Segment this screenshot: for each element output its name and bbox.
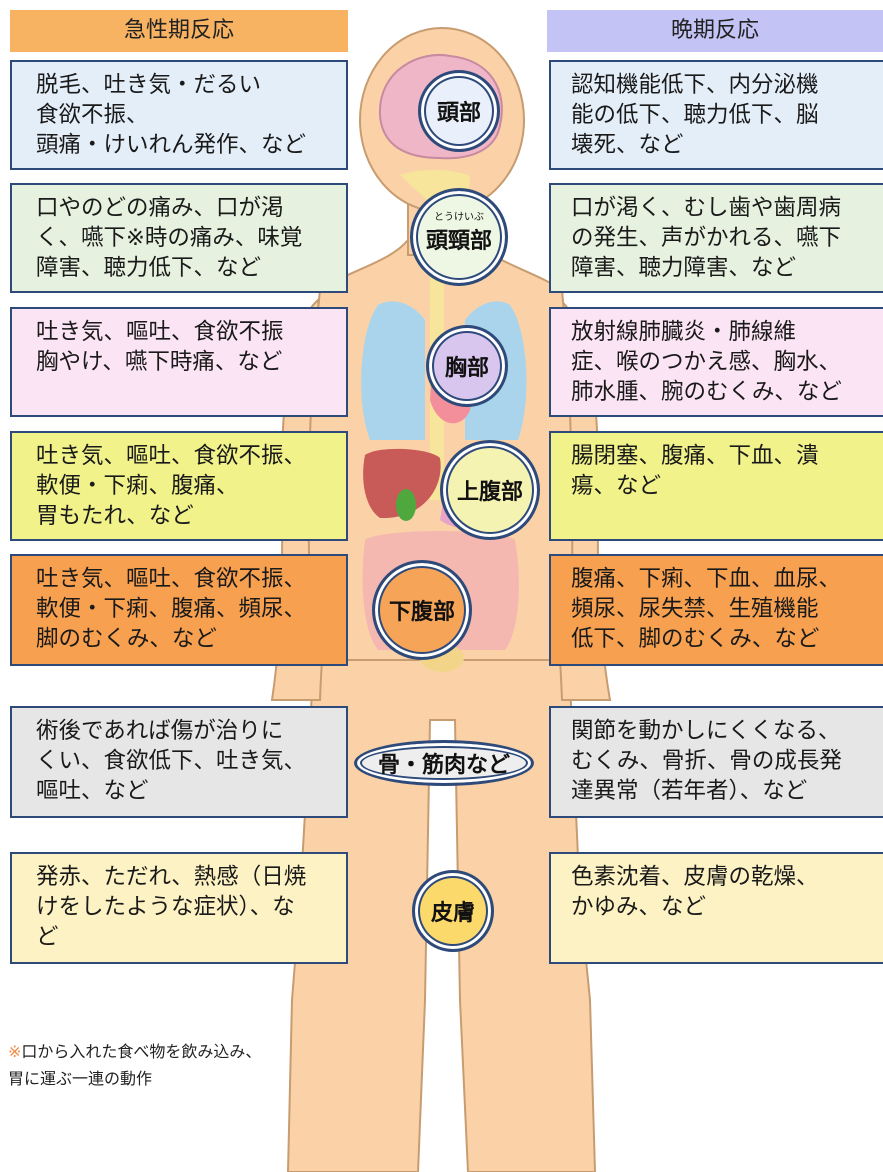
acute-bone-muscle-box: 術後であれば傷が治りに くい、食欲低下、吐き気、 嘔吐、など	[10, 706, 348, 818]
region-skin-label: 皮膚	[430, 901, 475, 926]
region-chest-label: 胸部	[444, 356, 489, 381]
late-lower-abdomen-box: 腹痛、下痢、下血、血尿、 頻尿、尿失禁、生殖機能 低下、脚のむくみ、など	[549, 554, 883, 666]
region-chest-circle: 胸部	[426, 325, 508, 407]
late-neck-box: 口が渇く、むし歯や歯周病 の発生、声がかれる、嚥下 障害、聴力障害、など	[549, 183, 883, 293]
footnote: ※口から入れた食べ物を飲み込み、 胃に運ぶ一連の動作	[8, 1038, 368, 1092]
late-chest-box: 放射線肺臓炎・肺線維 症、喉のつかえ感、胸水、 肺水腫、腕のむくみ、など	[549, 307, 883, 417]
region-neck-label: 頭頸部	[425, 229, 492, 254]
acute-lower-abdomen-box: 吐き気、嘔吐、食欲不振、 軟便・下痢、腹痛、頻尿、 脚のむくみ、など	[10, 554, 348, 666]
region-neck-circle: とうけいぶ 頭頸部	[410, 188, 508, 286]
late-skin-box: 色素沈着、皮膚の乾燥、 かゆみ、など	[549, 852, 883, 964]
acute-chest-box: 吐き気、嘔吐、食欲不振 胸やけ、嚥下時痛、など	[10, 307, 348, 417]
footnote-text: 口から入れた食べ物を飲み込み、 胃に運ぶ一連の動作	[8, 1042, 262, 1088]
region-upper-abdomen-circle: 上腹部	[440, 440, 540, 540]
region-head-label: 頭部	[436, 101, 481, 126]
region-bone-muscle-oval: 骨・筋肉など	[354, 740, 534, 786]
acute-head-box: 脱毛、吐き気・だるい 食欲不振、 頭痛・けいれん発作、など	[10, 60, 348, 170]
acute-upper-abdomen-box: 吐き気、嘔吐、食欲不振、 軟便・下痢、腹痛、 胃もたれ、など	[10, 431, 348, 541]
region-lower-abdomen-circle: 下腹部	[372, 560, 472, 660]
region-neck-ruby: とうけいぶ	[434, 212, 484, 223]
late-upper-abdomen-box: 腸閉塞、腹痛、下血、潰 瘍、など	[549, 431, 883, 541]
region-skin-circle: 皮膚	[412, 870, 494, 952]
region-upper-abdomen-label: 上腹部	[456, 480, 523, 505]
acute-skin-box: 発赤、ただれ、熱感（日焼 けをしたような症状）、な ど	[10, 852, 348, 964]
footnote-mark: ※	[8, 1042, 22, 1061]
acute-reaction-header: 急性期反応	[10, 10, 348, 52]
region-head-circle: 頭部	[418, 70, 500, 152]
acute-neck-box: 口やのどの痛み、口が渇 く、嚥下※時の痛み、味覚 障害、聴力低下、など	[10, 183, 348, 293]
region-bone-muscle-label: 骨・筋肉など	[377, 753, 510, 778]
late-reaction-header: 晩期反応	[547, 10, 883, 52]
late-head-box: 認知機能低下、内分泌機 能の低下、聴力低下、脳 壊死、など	[549, 60, 883, 170]
region-lower-abdomen-label: 下腹部	[388, 600, 455, 625]
late-bone-muscle-box: 関節を動かしにくくなる、 むくみ、骨折、骨の成長発 達異常（若年者）、など	[549, 706, 883, 818]
